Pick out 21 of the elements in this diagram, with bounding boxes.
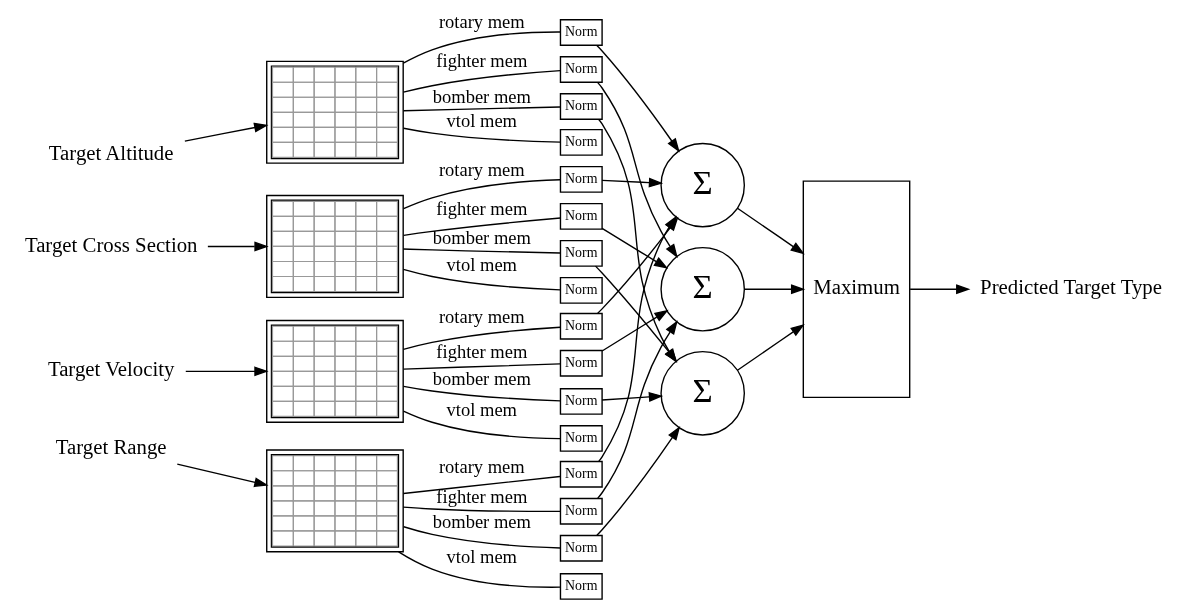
edge-label: vtol mem (446, 254, 517, 275)
edge-label: bomber mem (432, 512, 531, 533)
node-text: Target Cross Section (24, 232, 197, 257)
edge-label: bomber mem (432, 368, 531, 389)
edge-label: bomber mem (432, 227, 531, 248)
edge-label: fighter mem (435, 342, 527, 363)
edge-label: vtol mem (446, 547, 517, 568)
node-text: Target Range (55, 434, 167, 459)
edge-label: fighter mem (435, 486, 527, 507)
node-text: Target Altitude (48, 141, 174, 166)
edge-label: rotary mem (438, 456, 525, 477)
node-text: Target Velocity (47, 357, 174, 382)
edge-label: fighter mem (435, 198, 527, 219)
edge-label: fighter mem (435, 50, 527, 71)
edge-label: bomber mem (432, 86, 531, 107)
edge-label: vtol mem (446, 111, 517, 132)
edge-label: rotary mem (438, 11, 525, 32)
edge-label: rotary mem (438, 159, 525, 180)
edge-label: vtol mem (446, 400, 517, 421)
edge-label: rotary mem (438, 306, 525, 327)
node-text: Predicted Target Type (979, 275, 1162, 300)
